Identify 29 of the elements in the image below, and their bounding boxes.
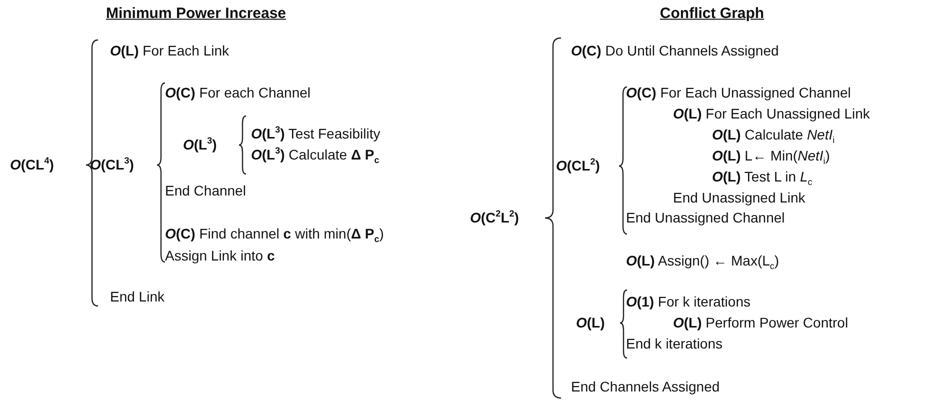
pseudocode-line: End Channel <box>165 183 246 199</box>
pseudocode-line: O(C) Find channel c with min(Δ P$_{c}$) <box>165 226 384 242</box>
pseudocode-line: End Channels Assigned <box>571 379 720 395</box>
complexity-label: O(L$^{3}$) <box>183 137 217 153</box>
section-heading: Minimum Power Increase <box>106 6 286 22</box>
pseudocode-line: O(L) Calculate NetI$_{i}$ <box>712 127 835 143</box>
pseudocode-line: End Unassigned Channel <box>626 210 785 226</box>
complexity-label: O(C$^{2}$L$^{2}$) <box>470 210 519 226</box>
section-heading: Conflict Graph <box>660 6 764 22</box>
pseudocode-line: End k iterations <box>626 336 722 352</box>
pseudocode-line: O(L) Assign() ← Max(L$_{c}$) <box>626 253 780 269</box>
pseudocode-line: O(C) For each Channel <box>165 85 311 101</box>
pseudocode-line: O(C) Do Until Channels Assigned <box>571 43 779 59</box>
complexity-label: O(CL$^{2}$) <box>556 158 600 174</box>
pseudocode-line: Assign Link into c <box>165 248 275 264</box>
complexity-label: O(CL$^{4}$) <box>10 157 54 173</box>
pseudocode-line: End Link <box>110 289 164 305</box>
pseudocode-line: O(L$^{3}$) Calculate Δ P$_{c}$ <box>251 147 380 163</box>
complexity-label: O(CL$^{3}$) <box>90 157 134 173</box>
pseudocode-line: O(L) Perform Power Control <box>673 315 848 331</box>
pseudocode-line: O(C) For Each Unassigned Channel <box>626 85 851 101</box>
pseudocode-line: O(L) Test L in L$_{c}$ <box>712 169 812 185</box>
pseudocode-line: O(L) For Each Unassigned Link <box>673 106 870 122</box>
pseudocode-line: O(L) L← Min(NetI$_{i}$) <box>712 148 830 164</box>
pseudocode-line: O(1) For k iterations <box>626 294 750 310</box>
pseudocode-line: O(L$^{3}$) Test Feasibility <box>251 126 380 142</box>
pseudocode-line: O(L) For Each Link <box>110 43 230 59</box>
complexity-label: O(L) <box>576 315 605 331</box>
pseudocode-line: End Unassigned Link <box>673 190 806 206</box>
